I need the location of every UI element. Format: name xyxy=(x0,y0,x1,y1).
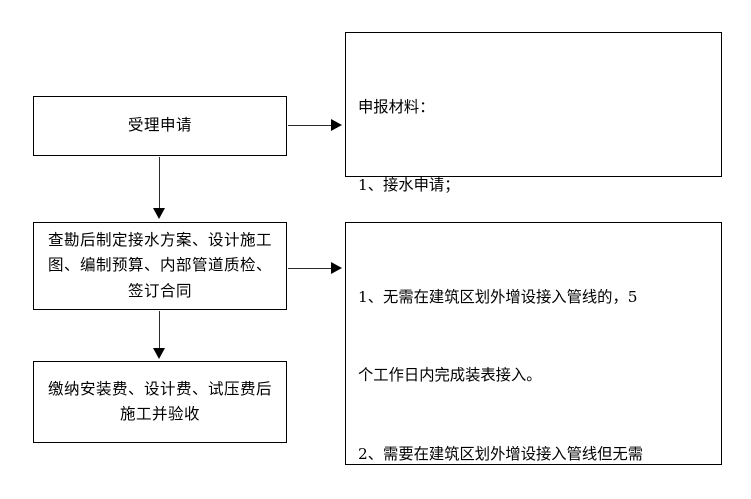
connector-intake-to-materials-arrowhead-icon xyxy=(331,119,342,131)
connector-plan-to-payment-line xyxy=(159,311,160,349)
process-node-payment-label: 缴纳安装费、设计费、试压费后施工并验收 xyxy=(47,379,272,423)
connector-plan-to-timelimit-arrowhead-icon xyxy=(331,262,342,274)
note-box-application-materials[interactable]: 申报材料： 1、接水申请； 2、提供相关的接水资料（建筑工程规划许 可证、发改委… xyxy=(345,32,722,431)
process-node-plan[interactable]: 查勘后制定接水方案、设计施工图、编制预算、内部管道质检、签订合同 xyxy=(33,222,287,310)
connector-plan-to-payment-arrowhead-icon xyxy=(153,348,165,359)
note-materials-line-1: 1、接水申请； xyxy=(358,176,460,195)
connector-intake-to-materials-line xyxy=(288,125,332,126)
process-node-plan-label: 查勘后制定接水方案、设计施工图、编制预算、内部管道质检、签订合同 xyxy=(47,231,272,300)
process-node-intake-label: 受理申请 xyxy=(127,116,192,135)
note-materials-heading: 申报材料： xyxy=(358,97,435,116)
note-box-processing-timelimit[interactable]: 1、无需在建筑区划外增设接入管线的，5 个工作日内完成装表接入。 2、需要在建筑… xyxy=(345,222,722,465)
connector-intake-to-plan-line xyxy=(159,157,160,209)
note-timelimit-line-1: 1、无需在建筑区划外增设接入管线的，5 xyxy=(358,287,638,306)
note-timelimit-line-3: 2、需要在建筑区划外增设接入管线但无需 xyxy=(358,445,644,464)
connector-intake-to-plan-arrowhead-icon xyxy=(153,208,165,219)
process-node-payment[interactable]: 缴纳安装费、设计费、试压费后施工并验收 xyxy=(33,361,287,443)
process-node-intake[interactable]: 受理申请 xyxy=(33,96,287,156)
connector-plan-to-timelimit-line xyxy=(288,268,332,269)
note-timelimit-line-2: 个工作日内完成装表接入。 xyxy=(358,366,542,385)
